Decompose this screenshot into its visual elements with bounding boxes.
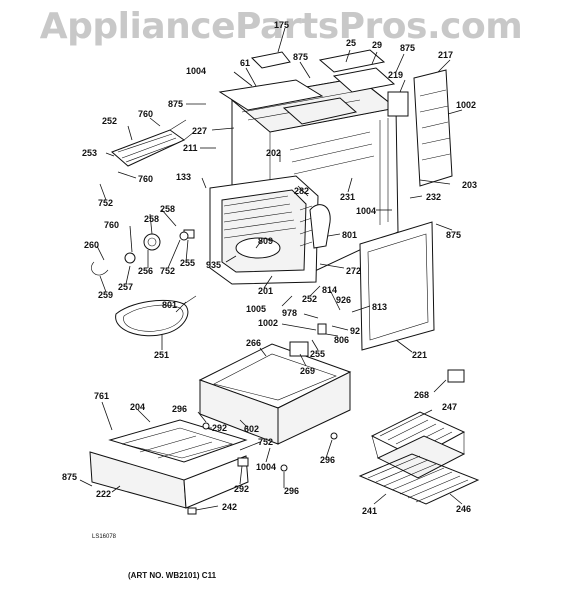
callout-133: 133 (176, 172, 191, 182)
callout-806: 806 (334, 335, 349, 345)
oven-rack-drawing (358, 453, 480, 505)
callout-25: 25 (346, 38, 356, 48)
callout-282: 282 (294, 186, 309, 196)
top-panel-drawing (218, 49, 396, 125)
callout-875-top: 875 (400, 43, 415, 53)
callout-875-d: 875 (446, 230, 461, 240)
callout-1004-bottom: 1004 (256, 462, 276, 472)
callout-761: 761 (94, 391, 109, 401)
callout-1004-mid: 1004 (356, 206, 376, 216)
callout-266: 266 (246, 338, 261, 348)
callout-875-c: 875 (168, 99, 183, 109)
callout-259: 259 (98, 290, 113, 300)
callout-labels: 175 25 29 875 217 1004 61 875 219 875 10… (62, 20, 477, 516)
callout-602: 602 (244, 424, 259, 434)
callout-752-b: 752 (160, 266, 175, 276)
callout-247: 247 (442, 402, 457, 412)
callout-231: 231 (340, 192, 355, 202)
callout-217: 217 (438, 50, 453, 60)
callout-1004-top: 1004 (186, 66, 206, 76)
callout-760-c: 760 (104, 220, 119, 230)
callout-752-c: 752 (258, 437, 273, 447)
broiler-pan-drawing (370, 369, 466, 479)
callout-801-b: 801 (162, 300, 177, 310)
callout-752-a: 752 (98, 198, 113, 208)
callout-61: 61 (240, 58, 250, 68)
callout-272: 272 (346, 266, 361, 276)
leader-lines (79, 27, 463, 511)
callout-760-a: 760 (138, 109, 153, 119)
screws-drawing (187, 323, 338, 515)
callout-232: 232 (426, 192, 441, 202)
callout-875-e: 875 (62, 472, 77, 482)
callout-204: 204 (130, 402, 145, 412)
side-panel-drawing (359, 221, 435, 351)
callout-875-b: 875 (293, 52, 308, 62)
callout-175: 175 (274, 20, 289, 30)
callout-978: 978 (282, 308, 297, 318)
callout-241: 241 (362, 506, 377, 516)
callout-201: 201 (258, 286, 273, 296)
diagram-code: LS16078 (92, 534, 117, 540)
callout-92: 92 (350, 326, 360, 336)
callout-296-a: 296 (172, 404, 187, 414)
storage-drawer-drawing (89, 419, 249, 509)
callout-760-b: 760 (138, 174, 153, 184)
back-panel-drawing (387, 69, 453, 187)
callout-1005: 1005 (246, 304, 266, 314)
callout-202: 202 (266, 148, 281, 158)
callout-242: 242 (222, 502, 237, 512)
callout-292-b: 292 (234, 484, 249, 494)
callout-926: 926 (336, 295, 351, 305)
callout-221: 221 (412, 350, 427, 360)
callout-222: 222 (96, 489, 111, 499)
callout-255-a: 255 (180, 258, 195, 268)
callout-268: 268 (414, 390, 429, 400)
callout-296-c: 296 (284, 486, 299, 496)
callout-252-b: 252 (302, 294, 317, 304)
callout-211: 211 (183, 143, 198, 153)
callout-813: 813 (372, 302, 387, 312)
callout-1002-mid: 1002 (258, 318, 278, 328)
bake-element-drawing (115, 295, 197, 337)
oven-front-frame-drawing (209, 175, 331, 285)
callout-258-a: 258 (144, 214, 159, 224)
callout-809: 809 (258, 236, 273, 246)
callout-251: 251 (154, 350, 169, 360)
callout-246: 246 (456, 504, 471, 514)
small-parts-drawing (91, 229, 195, 276)
callout-203: 203 (462, 180, 477, 190)
callout-292-a: 292 (212, 423, 227, 433)
callout-255-b: 255 (310, 349, 325, 359)
callout-29: 29 (372, 40, 382, 50)
callout-814: 814 (322, 285, 337, 295)
callout-269: 269 (300, 366, 315, 376)
callout-801-a: 801 (342, 230, 357, 240)
art-number-caption: (ART NO. WB2101) C11 (128, 571, 217, 580)
callout-260: 260 (84, 240, 99, 250)
callout-257: 257 (118, 282, 133, 292)
callout-252-a: 252 (102, 116, 117, 126)
callout-258-b: 258 (160, 204, 175, 214)
callout-1002-top: 1002 (456, 100, 476, 110)
callout-219: 219 (388, 70, 403, 80)
callout-227: 227 (192, 126, 207, 136)
callout-296-b: 296 (320, 455, 335, 465)
drawer-support-drawing (198, 341, 352, 445)
callout-253: 253 (82, 148, 97, 158)
callout-256: 256 (138, 266, 153, 276)
callout-935: 935 (206, 260, 221, 270)
broil-element-drawing (111, 119, 195, 167)
